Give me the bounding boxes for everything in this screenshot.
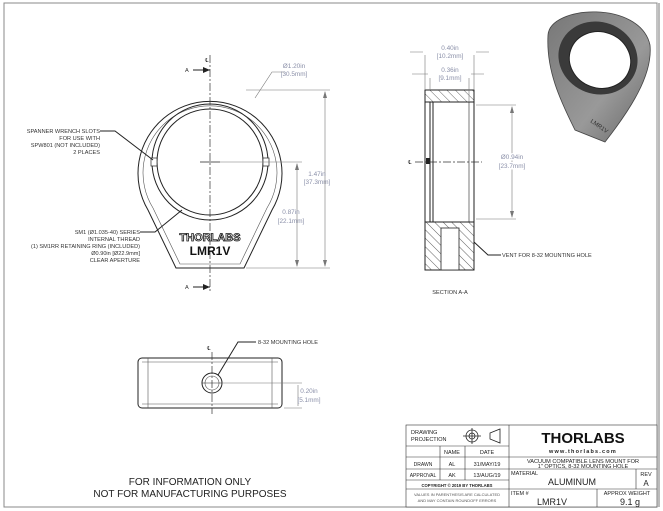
svg-text:DRAWING: DRAWING xyxy=(411,430,437,436)
svg-text:PROJECTION: PROJECTION xyxy=(411,437,446,443)
mount-chamfer xyxy=(142,105,278,265)
centerline-mark-section: ℄ xyxy=(407,160,412,166)
title-block xyxy=(405,424,658,508)
spanner-note: SPANNER WRENCH SLOTS FOR USE WITH SPW801… xyxy=(27,129,101,156)
section-title: SECTION A-A xyxy=(432,290,468,296)
svg-text:REV: REV xyxy=(640,472,652,478)
engraving-brand: THORLABS xyxy=(179,232,240,244)
svg-text:(1) SM1RR RETAINING RING (INCL: (1) SM1RR RETAINING RING (INCLUDED) xyxy=(31,244,140,250)
svg-text:SPANNER WRENCH SLOTS: SPANNER WRENCH SLOTS xyxy=(27,129,101,135)
svg-text:2 PLACES: 2 PLACES xyxy=(73,150,100,156)
svg-text:AK: AK xyxy=(448,473,456,479)
section-view: ℄ 0.40in [10.2mm] 0.36in [9.1mm] Ø0.94in… xyxy=(407,45,592,296)
offset-dim: 0.20in xyxy=(300,388,318,395)
offset-dim-mm: [5.1mm] xyxy=(297,397,320,404)
height-dim-mm: [37.3mm] xyxy=(304,179,331,186)
height-dim: 1.47in xyxy=(308,171,326,178)
projection-symbol-icon xyxy=(463,428,501,444)
svg-text:AL: AL xyxy=(449,462,456,468)
disclaimer-line-1: FOR INFORMATION ONLY xyxy=(129,477,252,488)
svg-text:DATE: DATE xyxy=(480,450,495,456)
inner-width-dim-mm: [9.1mm] xyxy=(438,75,461,82)
mount-outline xyxy=(137,100,283,269)
section-mark-top: A xyxy=(185,68,189,74)
svg-text:SPW801 (NOT INCLUDED): SPW801 (NOT INCLUDED) xyxy=(31,143,100,149)
svg-text:INTERNAL THREAD: INTERNAL THREAD xyxy=(88,237,140,243)
mounting-hole-note: 8-32 MOUNTING HOLE xyxy=(258,340,318,346)
vent-note: VENT FOR 8-32 MOUNTING HOLE xyxy=(502,253,592,259)
svg-text:AND MAY CONTAIN ROUNDOFF ERROR: AND MAY CONTAIN ROUNDOFF ERRORS xyxy=(418,498,497,503)
diameter-dim: Ø1.20in xyxy=(283,63,306,70)
svg-text:CLEAR APERTURE: CLEAR APERTURE xyxy=(90,258,141,264)
bore-dim-mm: [23.7mm] xyxy=(499,163,526,170)
center-height-dim-mm: [22.1mm] xyxy=(278,218,305,225)
sheet-border xyxy=(3,2,658,508)
svg-text:31/MAY/19: 31/MAY/19 xyxy=(474,462,501,468)
vent-hole xyxy=(440,227,460,271)
engraving-part: LMR1V xyxy=(190,244,231,258)
svg-text:VALUES IN PARENTHESIS ARE CALC: VALUES IN PARENTHESIS ARE CALCULATED xyxy=(414,492,500,497)
disclaimer-line-2: NOT FOR MANUFACTURING PURPOSES xyxy=(93,489,286,500)
svg-text:ITEM #: ITEM # xyxy=(511,491,530,497)
svg-text:MATERIAL: MATERIAL xyxy=(511,471,538,477)
centerline-mark-bottom: ℄ xyxy=(206,346,211,352)
isometric-render: LMR1V xyxy=(547,11,651,143)
svg-text:www.thorlabs.com: www.thorlabs.com xyxy=(548,449,617,455)
svg-text:APPROVAL: APPROVAL xyxy=(410,473,437,479)
svg-text:9.1 g: 9.1 g xyxy=(620,497,640,507)
svg-text:DRAWN: DRAWN xyxy=(414,462,433,468)
svg-text:COPYRIGHT © 2019 BY THORLABS: COPYRIGHT © 2019 BY THORLABS xyxy=(422,483,493,488)
title-block-text: DRAWING PROJECTION NAME DATE DRAWN AL 31… xyxy=(410,430,652,507)
bottom-view: ℄ 8-32 MOUNTING HOLE 0.20in [5.1mm] xyxy=(137,340,321,414)
svg-text:13/AUG/19: 13/AUG/19 xyxy=(473,473,500,479)
svg-text:NAME: NAME xyxy=(444,450,460,456)
section-mark-bottom: A xyxy=(185,285,189,291)
spanner-slot-left xyxy=(150,157,158,167)
svg-text:ALUMINUM: ALUMINUM xyxy=(548,477,596,487)
thread-note: SM1 (Ø1.035-40) SERIES INTERNAL THREAD (… xyxy=(31,230,140,264)
inner-width-dim: 0.36in xyxy=(441,67,459,74)
front-view: ℄ A A THORLABS LMR1V 1.47in [37.3mm] 0.8… xyxy=(27,55,331,292)
thorlabs-logo: THORLABS xyxy=(541,430,624,447)
center-height-dim: 0.87in xyxy=(282,209,300,216)
width-dim-mm: [10.2mm] xyxy=(437,53,464,60)
centerline-mark: ℄ xyxy=(204,58,209,64)
svg-text:LMR1V: LMR1V xyxy=(537,497,567,507)
bore-dim: Ø0.94in xyxy=(501,154,524,161)
svg-text:APPROX WEIGHT: APPROX WEIGHT xyxy=(604,491,651,497)
svg-text:FOR USE WITH: FOR USE WITH xyxy=(59,136,100,142)
svg-text:VACUUM COMPATIBLE LENS MOUNT F: VACUUM COMPATIBLE LENS MOUNT FOR xyxy=(527,459,639,465)
width-dim: 0.40in xyxy=(441,45,459,52)
svg-text:1" OPTICS, 8-32 MOUNTING HOLE: 1" OPTICS, 8-32 MOUNTING HOLE xyxy=(538,464,629,470)
svg-text:Ø0.90in [Ø22.9mm]: Ø0.90in [Ø22.9mm] xyxy=(91,251,140,257)
svg-text:SM1 (Ø1.035-40) SERIES: SM1 (Ø1.035-40) SERIES xyxy=(75,230,141,236)
svg-text:A: A xyxy=(643,479,649,488)
diameter-dim-mm: [30.5mm] xyxy=(281,71,308,78)
